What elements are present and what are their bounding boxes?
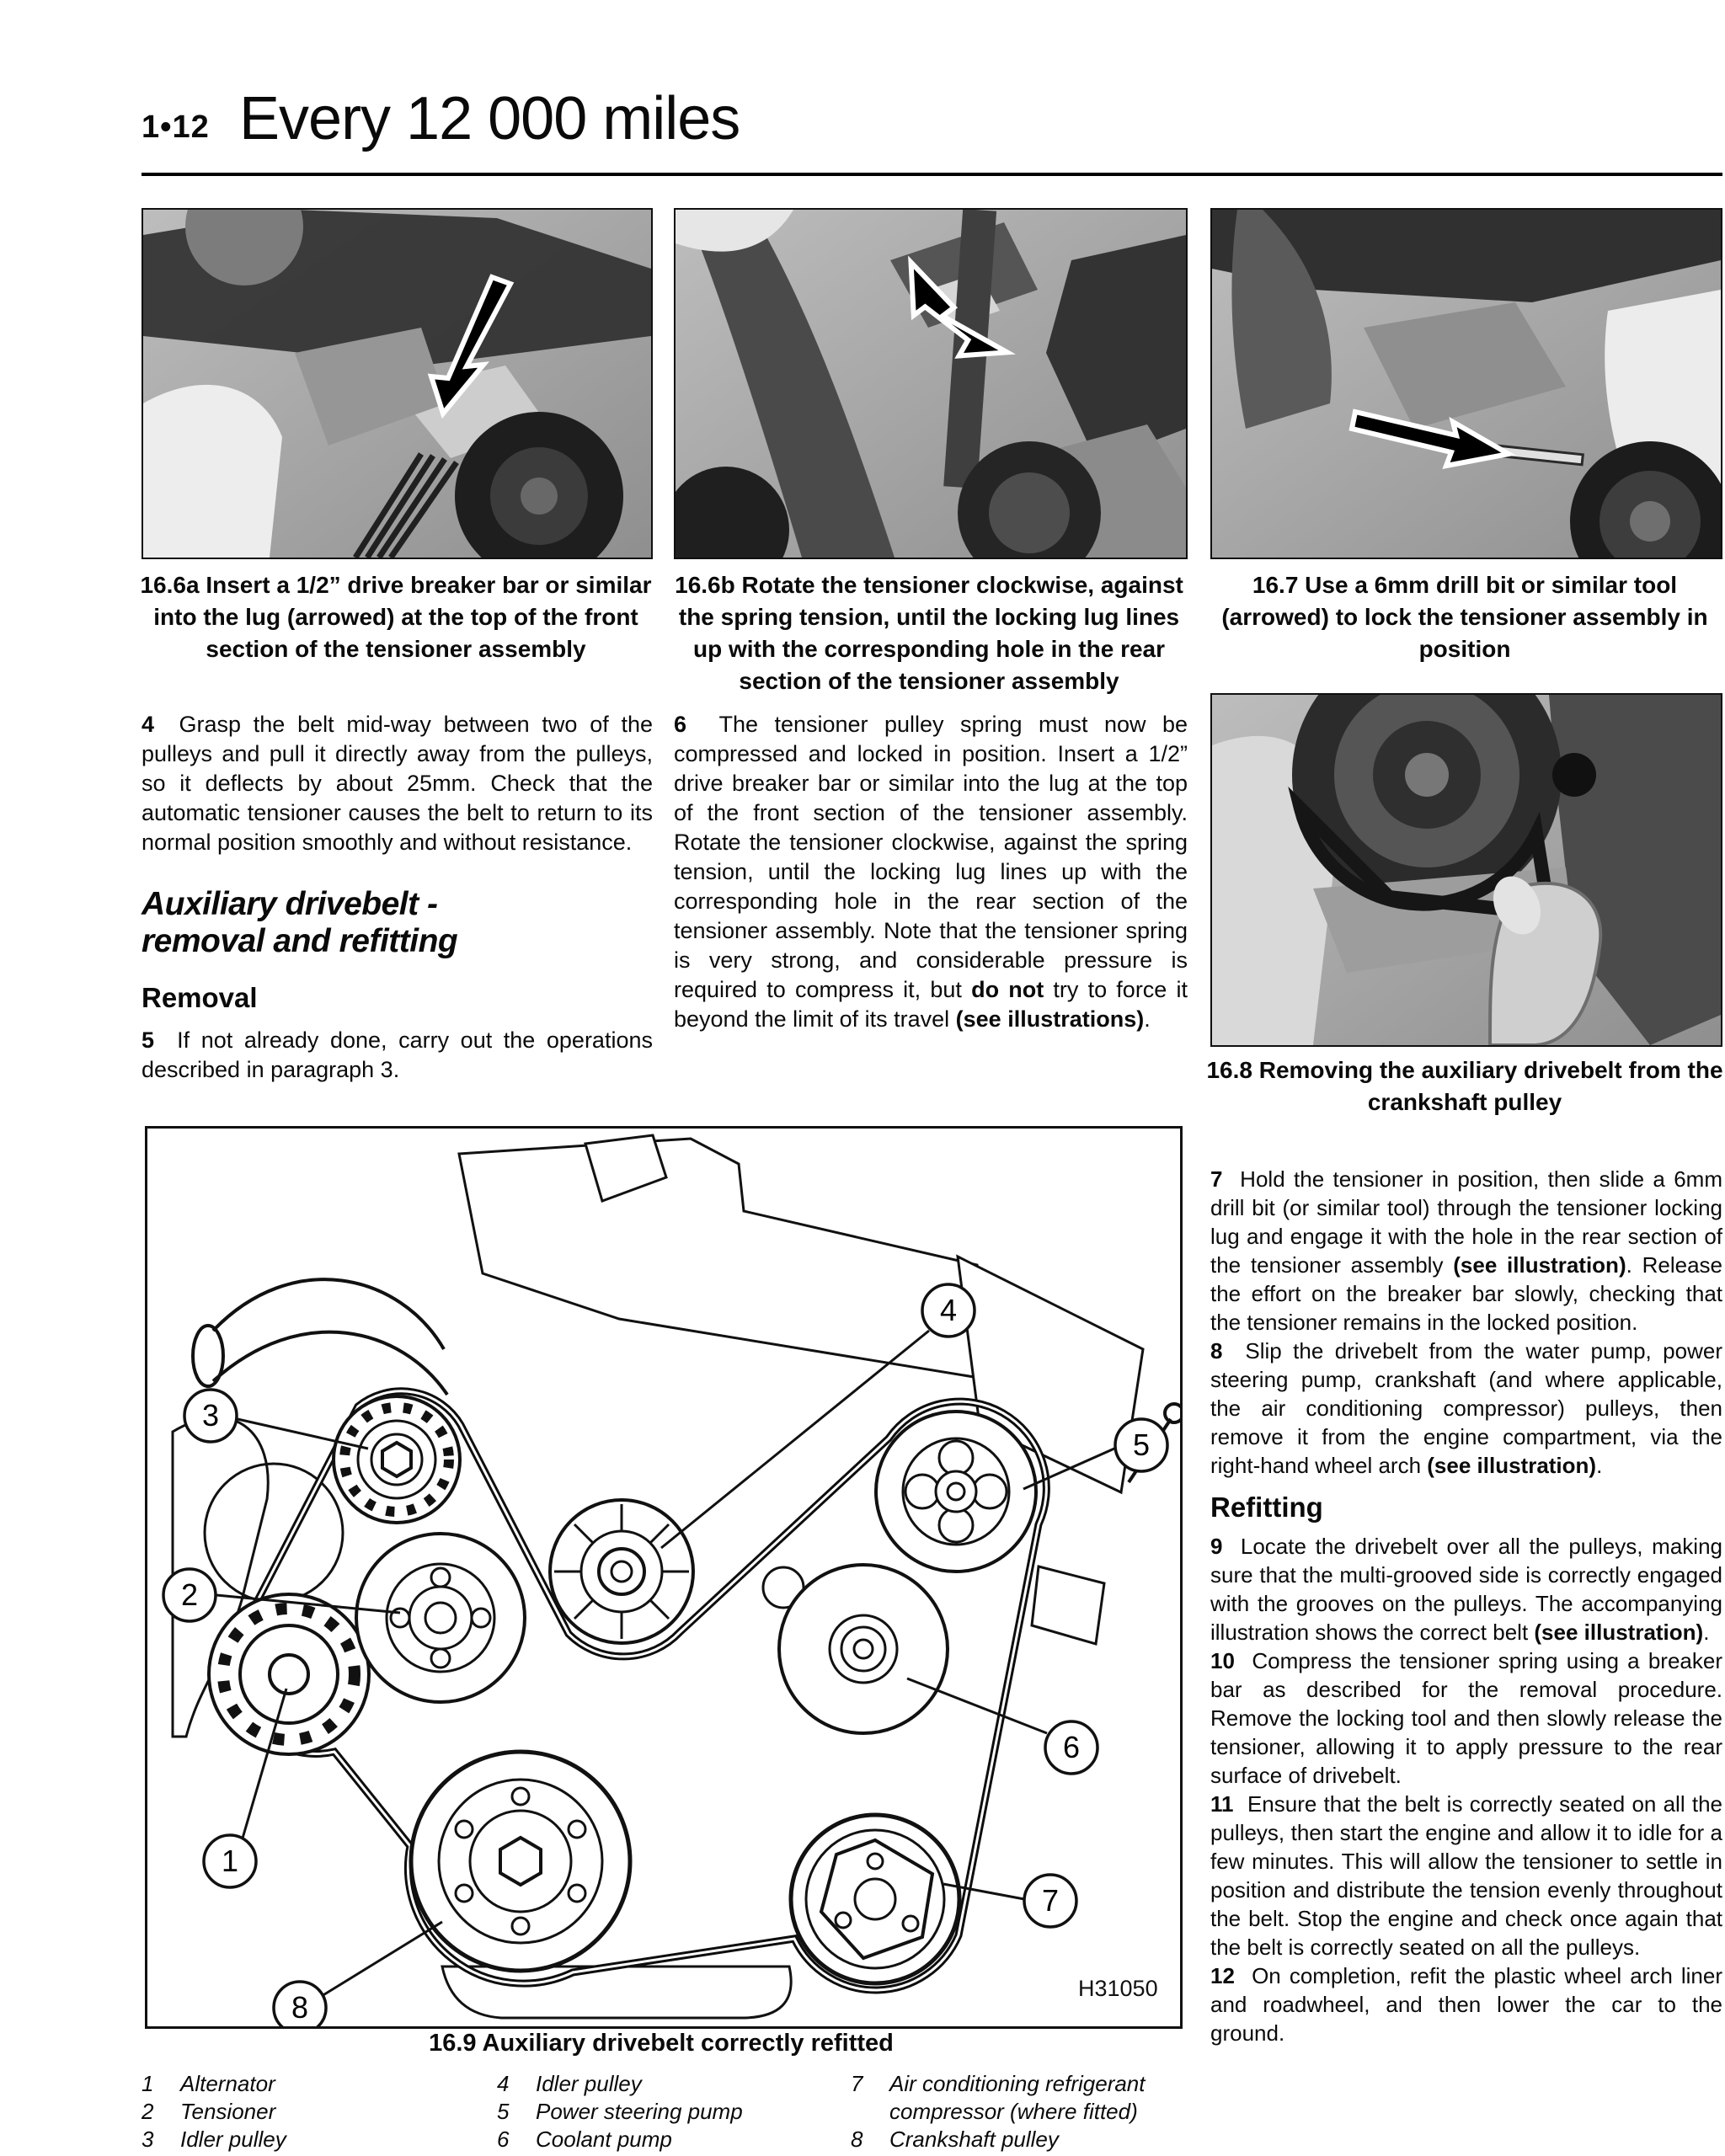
callout-2: 2: [162, 1567, 217, 1623]
pulley-idler-centre: [548, 1498, 695, 1645]
sub-heading-refitting: Refitting: [1210, 1492, 1323, 1523]
column-left: 4 Grasp the belt mid-way between two of …: [142, 710, 653, 1085]
pulley-hub: [521, 478, 558, 515]
pulley-power-steering: [874, 1410, 1038, 1573]
svg-text:8: 8: [291, 1990, 308, 2025]
callout-8: 8: [272, 1980, 328, 2036]
right-arrow-icon: [1348, 408, 1516, 469]
svg-text:3: 3: [202, 1398, 219, 1433]
hose-shape: [692, 210, 895, 558]
column-middle: 6 The tensioner pulley spring must now b…: [674, 710, 1188, 1034]
thumb-shape: [1493, 876, 1541, 935]
down-left-arrow-icon: [427, 274, 515, 419]
cap-shape: [185, 210, 303, 286]
photo-16-7: [1210, 208, 1722, 559]
photo-16-8: [1210, 693, 1722, 1047]
bolt-hole: [1552, 753, 1596, 797]
callout-7: 7: [1023, 1873, 1078, 1929]
caption-16-7: 16.7 Use a 6mm drill bit or similar tool…: [1221, 572, 1708, 662]
diagram-code: H31050: [1078, 1976, 1158, 2001]
callout-1: 1: [202, 1833, 258, 1889]
caption-16-6b: 16.6b Rotate the tensioner clockwise, ag…: [675, 572, 1183, 694]
paragraph-6: 6 The tensioner pulley spring must now b…: [674, 712, 1188, 1032]
paragraph-11: 11 Ensure that the belt is correctly sea…: [1210, 1791, 1722, 1960]
svg-text:2: 2: [181, 1577, 198, 1612]
pulley-bolt: [1405, 753, 1449, 797]
callout-5: 5: [1114, 1417, 1169, 1473]
header-rule: [142, 173, 1722, 176]
photo-16-8-art: [1212, 695, 1721, 1045]
photo-16-6b-art: [676, 210, 1186, 558]
callout-4: 4: [921, 1283, 976, 1338]
paragraph-7: 7 Hold the tensioner in position, then s…: [1210, 1166, 1722, 1335]
pulley-idler-upper: [332, 1395, 462, 1524]
caption-16-9: 16.9 Auxiliary drivebelt correctly refit…: [429, 2030, 894, 2057]
sub-heading-removal: Removal: [142, 982, 258, 1013]
caption-16-6a: 16.6a Insert a 1/2” drive breaker bar or…: [140, 572, 652, 662]
hose-shape: [1231, 210, 1332, 429]
svg-text:6: 6: [1063, 1730, 1080, 1764]
svg-text:7: 7: [1042, 1883, 1059, 1918]
svg-text:1: 1: [222, 1844, 238, 1878]
callout-markers: 1 2 3 4 5 6 7 8: [162, 1283, 1169, 2036]
engine-top-shape: [1212, 210, 1721, 302]
diagram-16-9: 1 2 3 4 5 6 7 8 H31050: [145, 1126, 1185, 2036]
engine-dark-shape: [1046, 235, 1186, 462]
photo-16-6a-art: [143, 210, 651, 558]
drivebelt-inner-line: [228, 1390, 1048, 1992]
pulley-inner: [989, 472, 1070, 553]
drivebelt-diagram: 1 2 3 4 5 6 7 8 H31050: [162, 1134, 1185, 2036]
pulley-ac-compressor: [788, 1812, 962, 1986]
engine-outline-shapes: [171, 1134, 1145, 2020]
paragraph-10: 10 Compress the tensioner spring using a…: [1210, 1648, 1722, 1788]
paragraph-9: 9 Locate the drivebelt over all the pull…: [1210, 1534, 1722, 1645]
up-left-arrow-icon: [908, 255, 1016, 359]
photo-16-7-art: [1212, 210, 1721, 558]
pulley-hub: [1630, 501, 1670, 542]
callout-6: 6: [1044, 1720, 1099, 1775]
block-shape: [1364, 302, 1566, 429]
photo-16-6a: [142, 208, 653, 559]
pulley-corner-shape: [676, 467, 789, 558]
pulley-crankshaft: [409, 1749, 633, 1973]
svg-text:5: 5: [1133, 1428, 1150, 1462]
light-area: [676, 210, 793, 252]
belt-shape: [1288, 786, 1557, 922]
paragraph-8: 8 Slip the drivebelt from the water pump…: [1210, 1338, 1723, 1478]
paragraph-5: 5 If not already done, carry out the ope…: [142, 1027, 653, 1082]
reservoir-shape: [143, 384, 282, 558]
pulley-coolant-pump: [777, 1563, 949, 1735]
page-number: 1•12: [142, 109, 210, 145]
pulley-tensioner: [355, 1532, 526, 1704]
paragraph-4: 4 Grasp the belt mid-way between two of …: [142, 712, 653, 855]
caption-16-8: 16.8 Removing the auxiliary drivebelt fr…: [1206, 1057, 1723, 1115]
paragraph-12: 12 On completion, refit the plastic whee…: [1210, 1963, 1722, 2046]
block-shape: [295, 328, 446, 446]
svg-text:4: 4: [940, 1293, 957, 1327]
page-title: Every 12 000 miles: [239, 85, 740, 152]
column-right: 7 Hold the tensioner in position, then s…: [1210, 1165, 1722, 2047]
pulley-alternator: [207, 1593, 371, 1756]
callout-3: 3: [183, 1388, 238, 1444]
belt-ribs: [353, 452, 459, 558]
callout-leader-lines: [216, 1329, 1115, 1998]
photo-16-6b: [674, 208, 1188, 559]
section-heading-auxiliary-drivebelt: Auxiliary drivebelt - removal and refitt…: [142, 886, 458, 959]
